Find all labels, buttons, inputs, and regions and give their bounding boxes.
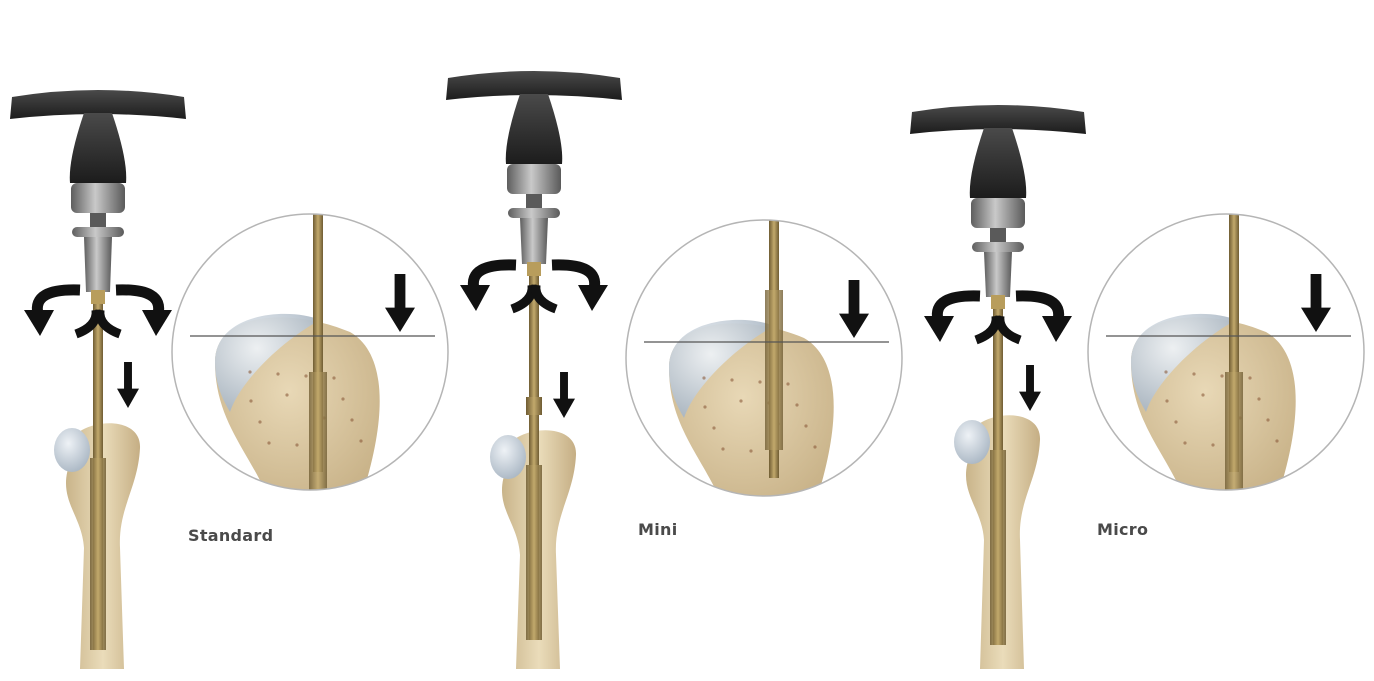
- driver-tip: [91, 290, 105, 304]
- handle-collar: [71, 183, 125, 213]
- stem-body: [526, 465, 542, 640]
- driver-sleeve: [520, 218, 548, 264]
- bone-pore: [795, 403, 798, 406]
- stem-body: [990, 450, 1006, 645]
- bone-pore: [813, 445, 816, 448]
- bone-pore: [804, 424, 807, 427]
- bone-pore: [295, 443, 298, 446]
- bone-pore: [1165, 399, 1168, 402]
- rotation-arrow-icon: [536, 265, 608, 311]
- zoom-stem: [1225, 372, 1243, 532]
- rotation-arrow-icon: [100, 290, 172, 336]
- instrument-group-micro: [910, 105, 1366, 669]
- bone-pore: [1183, 441, 1186, 444]
- bone-pore: [1220, 374, 1223, 377]
- variant-label-standard: Standard: [188, 526, 273, 545]
- driver-tip: [527, 262, 541, 276]
- mini-collar: [526, 397, 542, 415]
- bone-pore: [359, 439, 362, 442]
- bone-pore: [1275, 439, 1278, 442]
- bone-pore: [1201, 393, 1204, 396]
- rotation-arrow-icon: [924, 296, 996, 342]
- bone-pore: [332, 376, 335, 379]
- handle-grip: [970, 128, 1026, 198]
- stem-body: [90, 458, 106, 650]
- humeral-head-cartilage: [490, 435, 526, 479]
- bone-pore: [249, 399, 252, 402]
- driver-sleeve: [984, 252, 1012, 297]
- zoom-detail: [170, 212, 450, 532]
- rotation-arrow-icon: [460, 265, 532, 311]
- humeral-head-cartilage: [954, 420, 990, 464]
- zoom-stem: [309, 372, 327, 532]
- variant-label-mini: Mini: [638, 520, 677, 539]
- instrument-group-standard: [10, 90, 450, 669]
- bone-pore: [1248, 376, 1251, 379]
- bone-pore: [1257, 397, 1260, 400]
- bone-pore: [730, 378, 733, 381]
- bone-pore: [1192, 372, 1195, 375]
- bone-pore: [721, 447, 724, 450]
- bone-pore: [703, 405, 706, 408]
- bone-pore: [267, 441, 270, 444]
- driver-tip: [991, 295, 1005, 309]
- driver-sleeve: [84, 237, 112, 292]
- bone-pore: [1211, 443, 1214, 446]
- bone-pore: [1266, 418, 1269, 421]
- coupling: [90, 213, 106, 227]
- instrument-group-mini: [446, 71, 904, 669]
- bone-pore: [702, 376, 705, 379]
- handle-grip: [70, 113, 126, 183]
- bone-pore: [304, 374, 307, 377]
- down-arrow-icon: [117, 362, 139, 408]
- bone-pore: [1174, 420, 1177, 423]
- variant-label-micro: Micro: [1097, 520, 1148, 539]
- handle-collar: [971, 198, 1025, 228]
- bone-pore: [758, 380, 761, 383]
- flange: [972, 242, 1024, 252]
- coupling: [990, 228, 1006, 242]
- rotation-arrow-icon: [24, 290, 96, 336]
- zoom-stem: [765, 290, 783, 450]
- coupling: [526, 194, 542, 208]
- bone-pore: [258, 420, 261, 423]
- bone-pore: [341, 397, 344, 400]
- humeral-head-cartilage: [54, 428, 90, 472]
- bone-pore: [786, 382, 789, 385]
- bone-pore: [712, 426, 715, 429]
- bone-pore: [285, 393, 288, 396]
- handle-collar: [507, 164, 561, 194]
- flange: [72, 227, 124, 237]
- handle-grip: [506, 94, 562, 164]
- down-arrow-icon: [1019, 365, 1041, 411]
- bone-pore: [739, 399, 742, 402]
- down-arrow-icon: [553, 372, 575, 418]
- bone-pore: [350, 418, 353, 421]
- bone-pore: [248, 370, 251, 373]
- bone-pore: [276, 372, 279, 375]
- bone-pore: [749, 449, 752, 452]
- zoom-detail: [1086, 212, 1366, 532]
- bone-pore: [1164, 370, 1167, 373]
- flange: [508, 208, 560, 218]
- rotation-arrow-icon: [1000, 296, 1072, 342]
